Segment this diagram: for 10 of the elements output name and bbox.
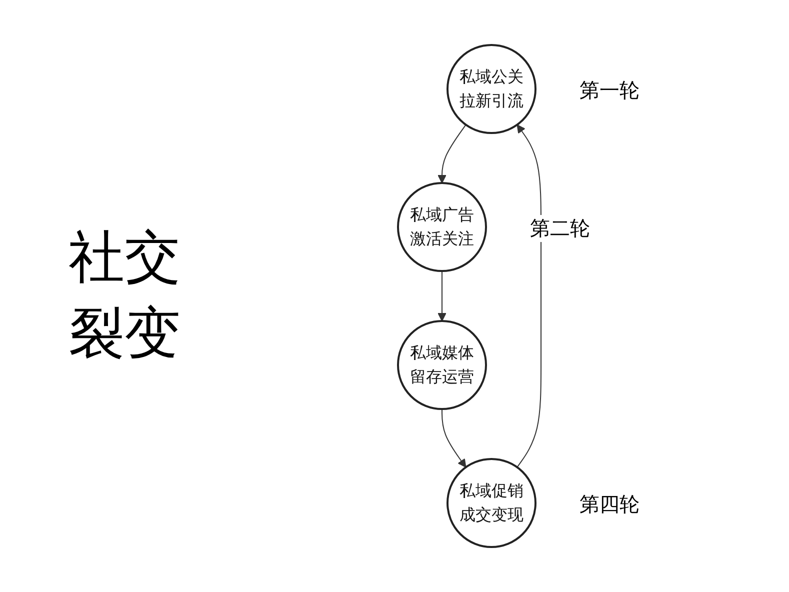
node-circle: 私域媒体 留存运营 — [397, 320, 487, 410]
round-label: 第二轮 — [530, 215, 590, 242]
node-circle: 私域公关 拉新引流 — [446, 44, 536, 134]
arrow — [438, 124, 466, 184]
arrow — [442, 408, 466, 468]
node-circle: 私域促销 成交变现 — [446, 458, 536, 548]
arrow — [438, 270, 446, 322]
center-text: 社交裂变 — [68, 224, 182, 368]
node-circle: 私域广告 激活关注 — [397, 182, 487, 272]
arrow — [516, 124, 542, 468]
